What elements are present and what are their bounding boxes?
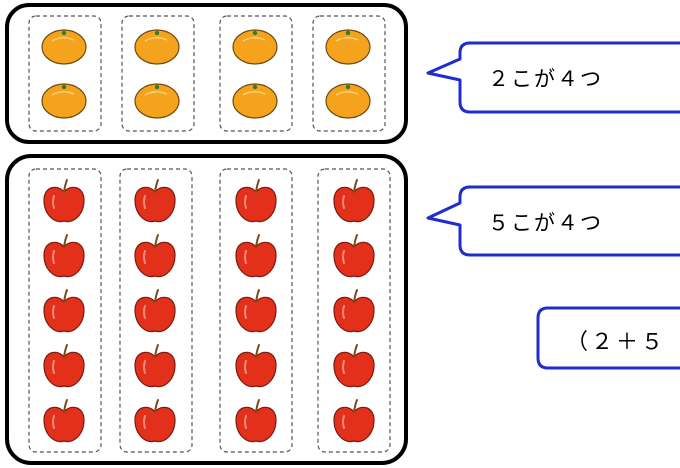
speech-text-apple: ５こが４つ — [488, 207, 603, 237]
orange-icon — [42, 30, 86, 64]
speech-text-orange: ２こが４つ — [488, 63, 603, 93]
orange-icon — [135, 30, 179, 64]
orange-icon — [326, 84, 370, 118]
orange-group-frame — [7, 5, 406, 142]
orange-icon — [135, 84, 179, 118]
orange-icon — [42, 84, 86, 118]
orange-icon — [233, 30, 277, 64]
orange-icon — [326, 30, 370, 64]
orange-icon — [233, 84, 277, 118]
expression-text: （２＋５ — [566, 324, 666, 356]
